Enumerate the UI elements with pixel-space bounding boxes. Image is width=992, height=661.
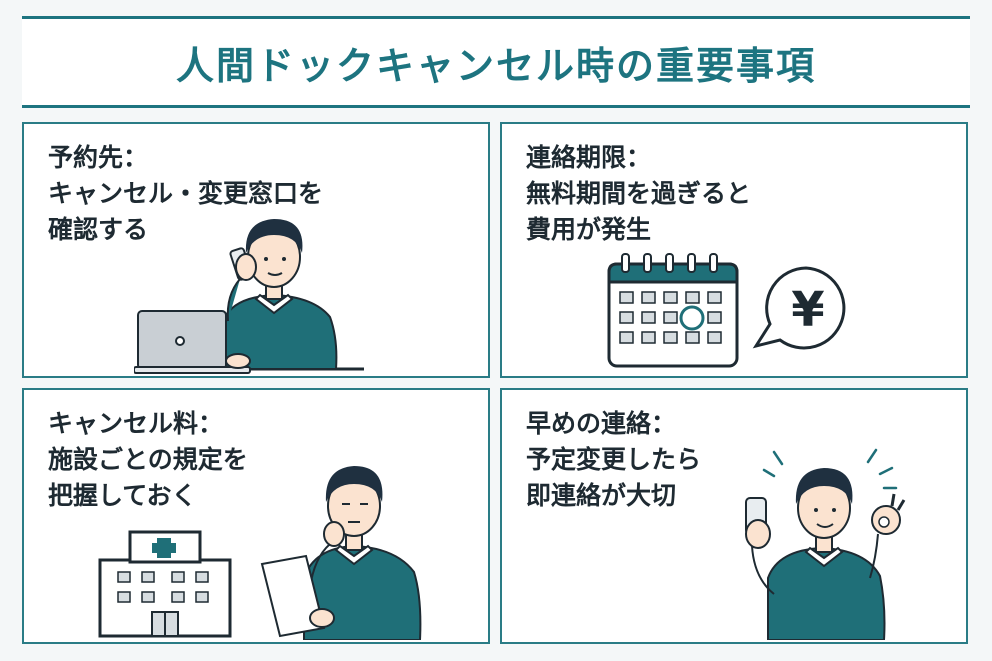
man-with-phone-ok-gesture-icon	[745, 448, 906, 640]
card-line: 連絡期限：	[526, 143, 652, 172]
card-line: 即連絡が大切	[526, 481, 677, 510]
card-line: 予約先：	[48, 143, 149, 172]
card-cancel-fee: キャンセル料： 施設ごとの規定を 把握しておく	[22, 388, 490, 644]
card-early-contact: 早めの連絡： 予定変更したら 即連絡が大切	[500, 388, 968, 644]
man-on-phone-icon	[134, 219, 364, 371]
card-deadline: 連絡期限： 無料期間を過ぎると 費用が発生 ¥	[500, 122, 968, 378]
header-banner: 人間ドックキャンセル時の重要事項	[22, 16, 970, 108]
laptop-icon	[134, 310, 251, 374]
card-line: キャンセル料：	[48, 409, 224, 438]
card-line: 早めの連絡：	[526, 409, 677, 438]
page-title: 人間ドックキャンセル時の重要事項	[175, 43, 816, 88]
card-reservation: 予約先： キャンセル・変更窓口を 確認する	[22, 122, 490, 378]
hospital-building-icon	[98, 530, 232, 638]
card-line: 確認する	[48, 215, 149, 244]
card-cancel-fee-text: キャンセル料： 施設ごとの規定を 把握しておく	[48, 406, 248, 514]
card-reservation-text: 予約先： キャンセル・変更窓口を 確認する	[48, 140, 323, 248]
card-deadline-text: 連絡期限： 無料期間を過ぎると 費用が発生	[526, 140, 751, 248]
card-line: キャンセル・変更窓口を	[48, 179, 324, 208]
yen-symbol: ¥	[791, 282, 824, 338]
card-line: 施設ごとの規定を	[48, 445, 248, 474]
card-line: 費用が発生	[526, 215, 652, 244]
calendar-icon	[607, 253, 739, 368]
man-reading-document-icon	[260, 466, 422, 640]
card-line: 無料期間を過ぎると	[526, 179, 752, 208]
card-line: 把握しておく	[48, 481, 197, 510]
yen-speech-bubble-icon: ¥	[752, 266, 846, 350]
card-line: 予定変更したら	[526, 445, 702, 474]
card-early-contact-text: 早めの連絡： 予定変更したら 即連絡が大切	[526, 406, 701, 514]
